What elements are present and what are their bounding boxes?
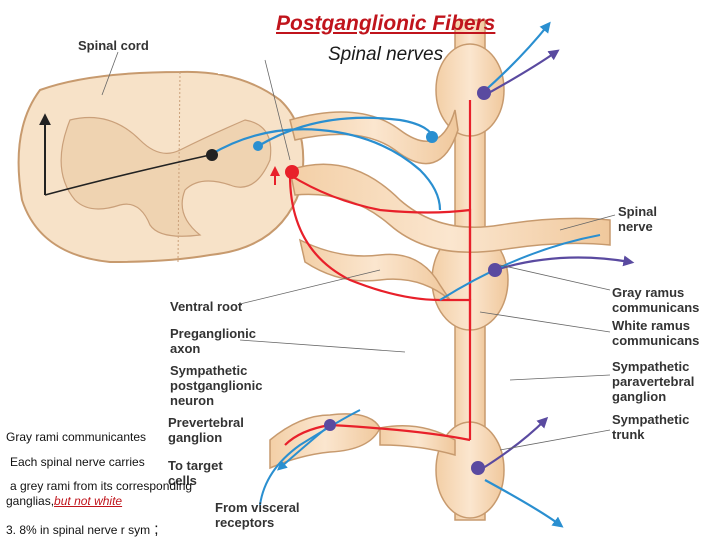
- note-line-5: 3. 8% in spinal nerve r sym;: [6, 521, 159, 539]
- label-sympathetic-trunk: Sympathetic: [612, 412, 689, 427]
- label-gray-ramus: Gray ramus: [612, 285, 684, 300]
- label-cover: [218, 16, 403, 74]
- label-target-cells: To target: [168, 458, 223, 473]
- label-preganglionic-axon: axon: [170, 341, 200, 356]
- label-white-ramus: communicans: [612, 333, 699, 348]
- page-title: Postganglionic Fibers: [276, 12, 496, 35]
- label-postganglionic-neuron: Sympathetic: [170, 363, 247, 378]
- label-target-cells: cells: [168, 473, 197, 488]
- prevertebral-ganglion: [269, 413, 456, 470]
- label-sympathetic-trunk: trunk: [612, 427, 645, 442]
- label-ventral-root: Ventral root: [170, 299, 243, 314]
- neuron-bodies: [206, 86, 502, 475]
- nerve-fibers: [39, 21, 635, 528]
- label-spinal-nerve: Spinal: [618, 204, 657, 219]
- label-gray-ramus: communicans: [612, 300, 699, 315]
- label-paravertebral-ganglion: ganglion: [612, 389, 666, 404]
- label-visceral-receptors: receptors: [215, 515, 274, 530]
- label-paravertebral-ganglion: Sympathetic: [612, 359, 689, 374]
- note-line-1: Gray rami communicantes: [6, 430, 147, 444]
- label-preganglionic-axon: Preganglionic: [170, 326, 256, 341]
- label-prevertebral-ganglion: ganglion: [168, 430, 222, 445]
- note-line-4: ganglias,but not white: [6, 494, 122, 508]
- note-line-4-text: ganglias,: [6, 494, 55, 508]
- label-spinal-cord: Spinal cord: [78, 38, 149, 53]
- label-prevertebral-ganglion: Prevertebral: [168, 415, 244, 430]
- label-visceral-receptors: From visceral: [215, 500, 300, 515]
- label-postganglionic-neuron: neuron: [170, 393, 214, 408]
- note-line-2: Each spinal nerve carries: [10, 455, 145, 469]
- label-spinal-nerve: nerve: [618, 219, 653, 234]
- page-subtitle: Spinal nerves: [328, 44, 444, 65]
- label-cover: [4, 282, 146, 374]
- label-postganglionic-neuron: postganglionic: [170, 378, 262, 393]
- label-paravertebral-ganglion: paravertebral: [612, 374, 694, 389]
- note-line-4-emphasis: but not white: [54, 494, 123, 508]
- note-line-3: a grey rami from its corresponding: [10, 479, 193, 493]
- note-line-5-text: 3. 8% in spinal nerve r sym: [6, 523, 151, 537]
- label-white-ramus: White ramus: [612, 318, 690, 333]
- note-line-5-tail: ;: [154, 521, 159, 538]
- leader-lines: [101, 51, 616, 451]
